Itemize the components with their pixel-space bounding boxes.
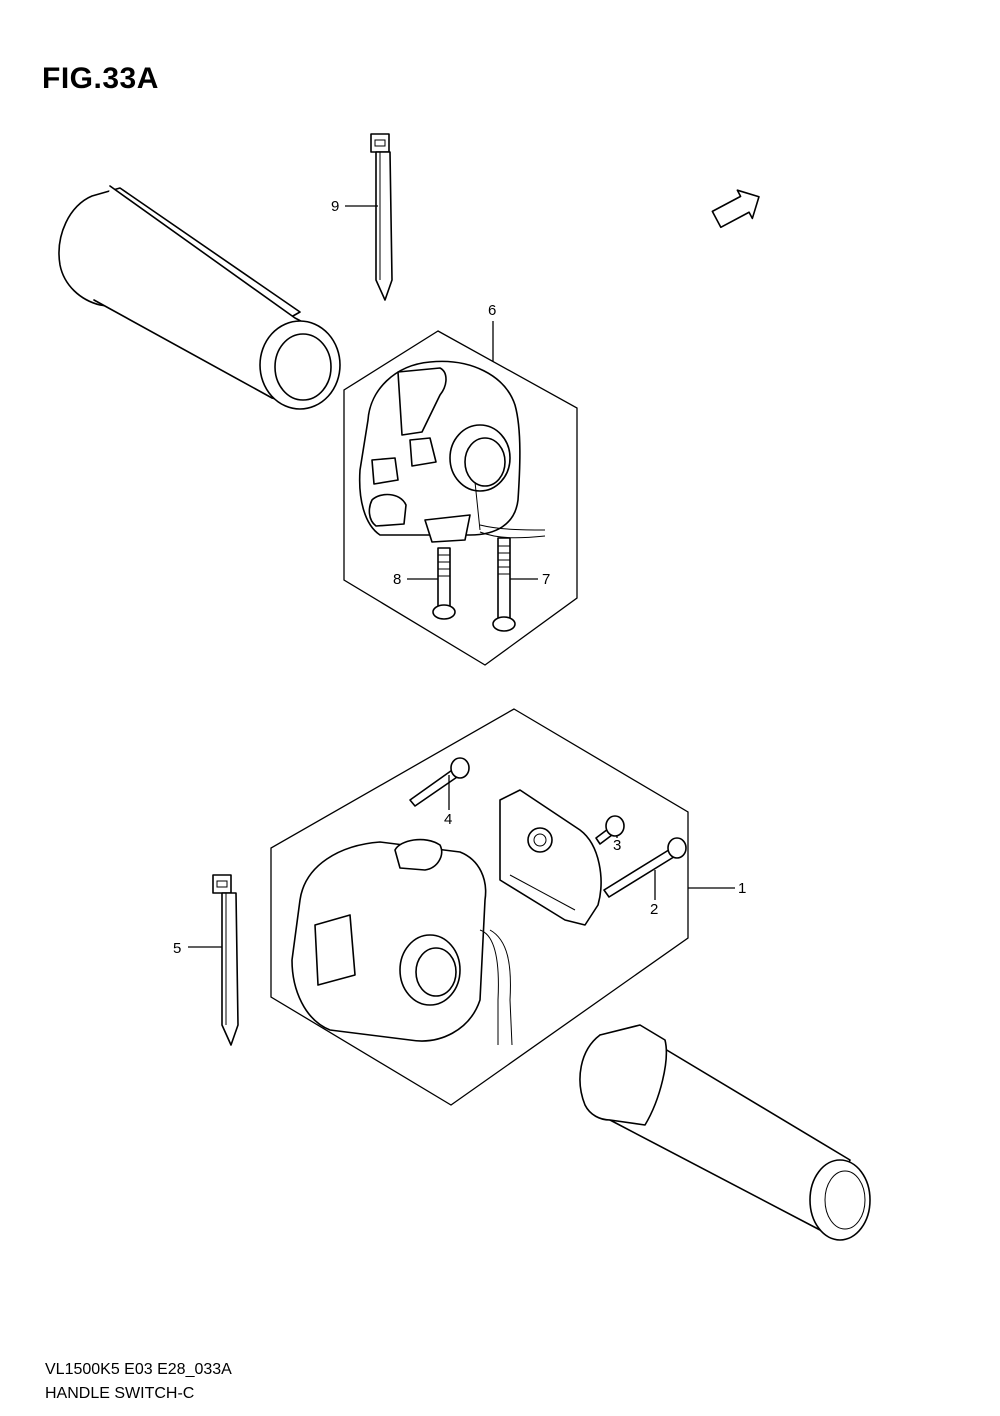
callout-8: 8 bbox=[393, 571, 401, 588]
callout-4: 4 bbox=[444, 811, 452, 828]
model-code: VL1500K5 E03 E28_033A bbox=[45, 1361, 232, 1378]
left-grip bbox=[58, 185, 341, 410]
cable-tie-5 bbox=[212, 874, 239, 1046]
callout-1: 1 bbox=[738, 880, 746, 897]
assembly-outline-1 bbox=[270, 708, 689, 1106]
screw-2 bbox=[603, 837, 687, 898]
callout-3: 3 bbox=[613, 837, 621, 854]
callout-5: 5 bbox=[173, 940, 181, 957]
callout-7: 7 bbox=[542, 571, 550, 588]
left-handle-switch bbox=[358, 360, 546, 543]
screw-7 bbox=[492, 537, 516, 632]
screw-3 bbox=[595, 815, 625, 845]
fwd-arrow-icon: FWD bbox=[711, 189, 760, 229]
callout-2: 2 bbox=[650, 901, 658, 918]
screw-4 bbox=[409, 757, 470, 807]
cable-tie-9 bbox=[370, 133, 393, 301]
switch-clamp bbox=[499, 789, 602, 926]
figure-title: FIG.33A bbox=[42, 62, 159, 95]
section-name: HANDLE SWITCH-C bbox=[45, 1385, 195, 1402]
screw-8 bbox=[432, 547, 456, 620]
throttle-grip bbox=[579, 1024, 871, 1241]
callout-6: 6 bbox=[488, 302, 496, 319]
right-handle-switch bbox=[291, 838, 513, 1046]
callout-9: 9 bbox=[331, 198, 339, 215]
assembly-outline-6 bbox=[343, 330, 578, 666]
